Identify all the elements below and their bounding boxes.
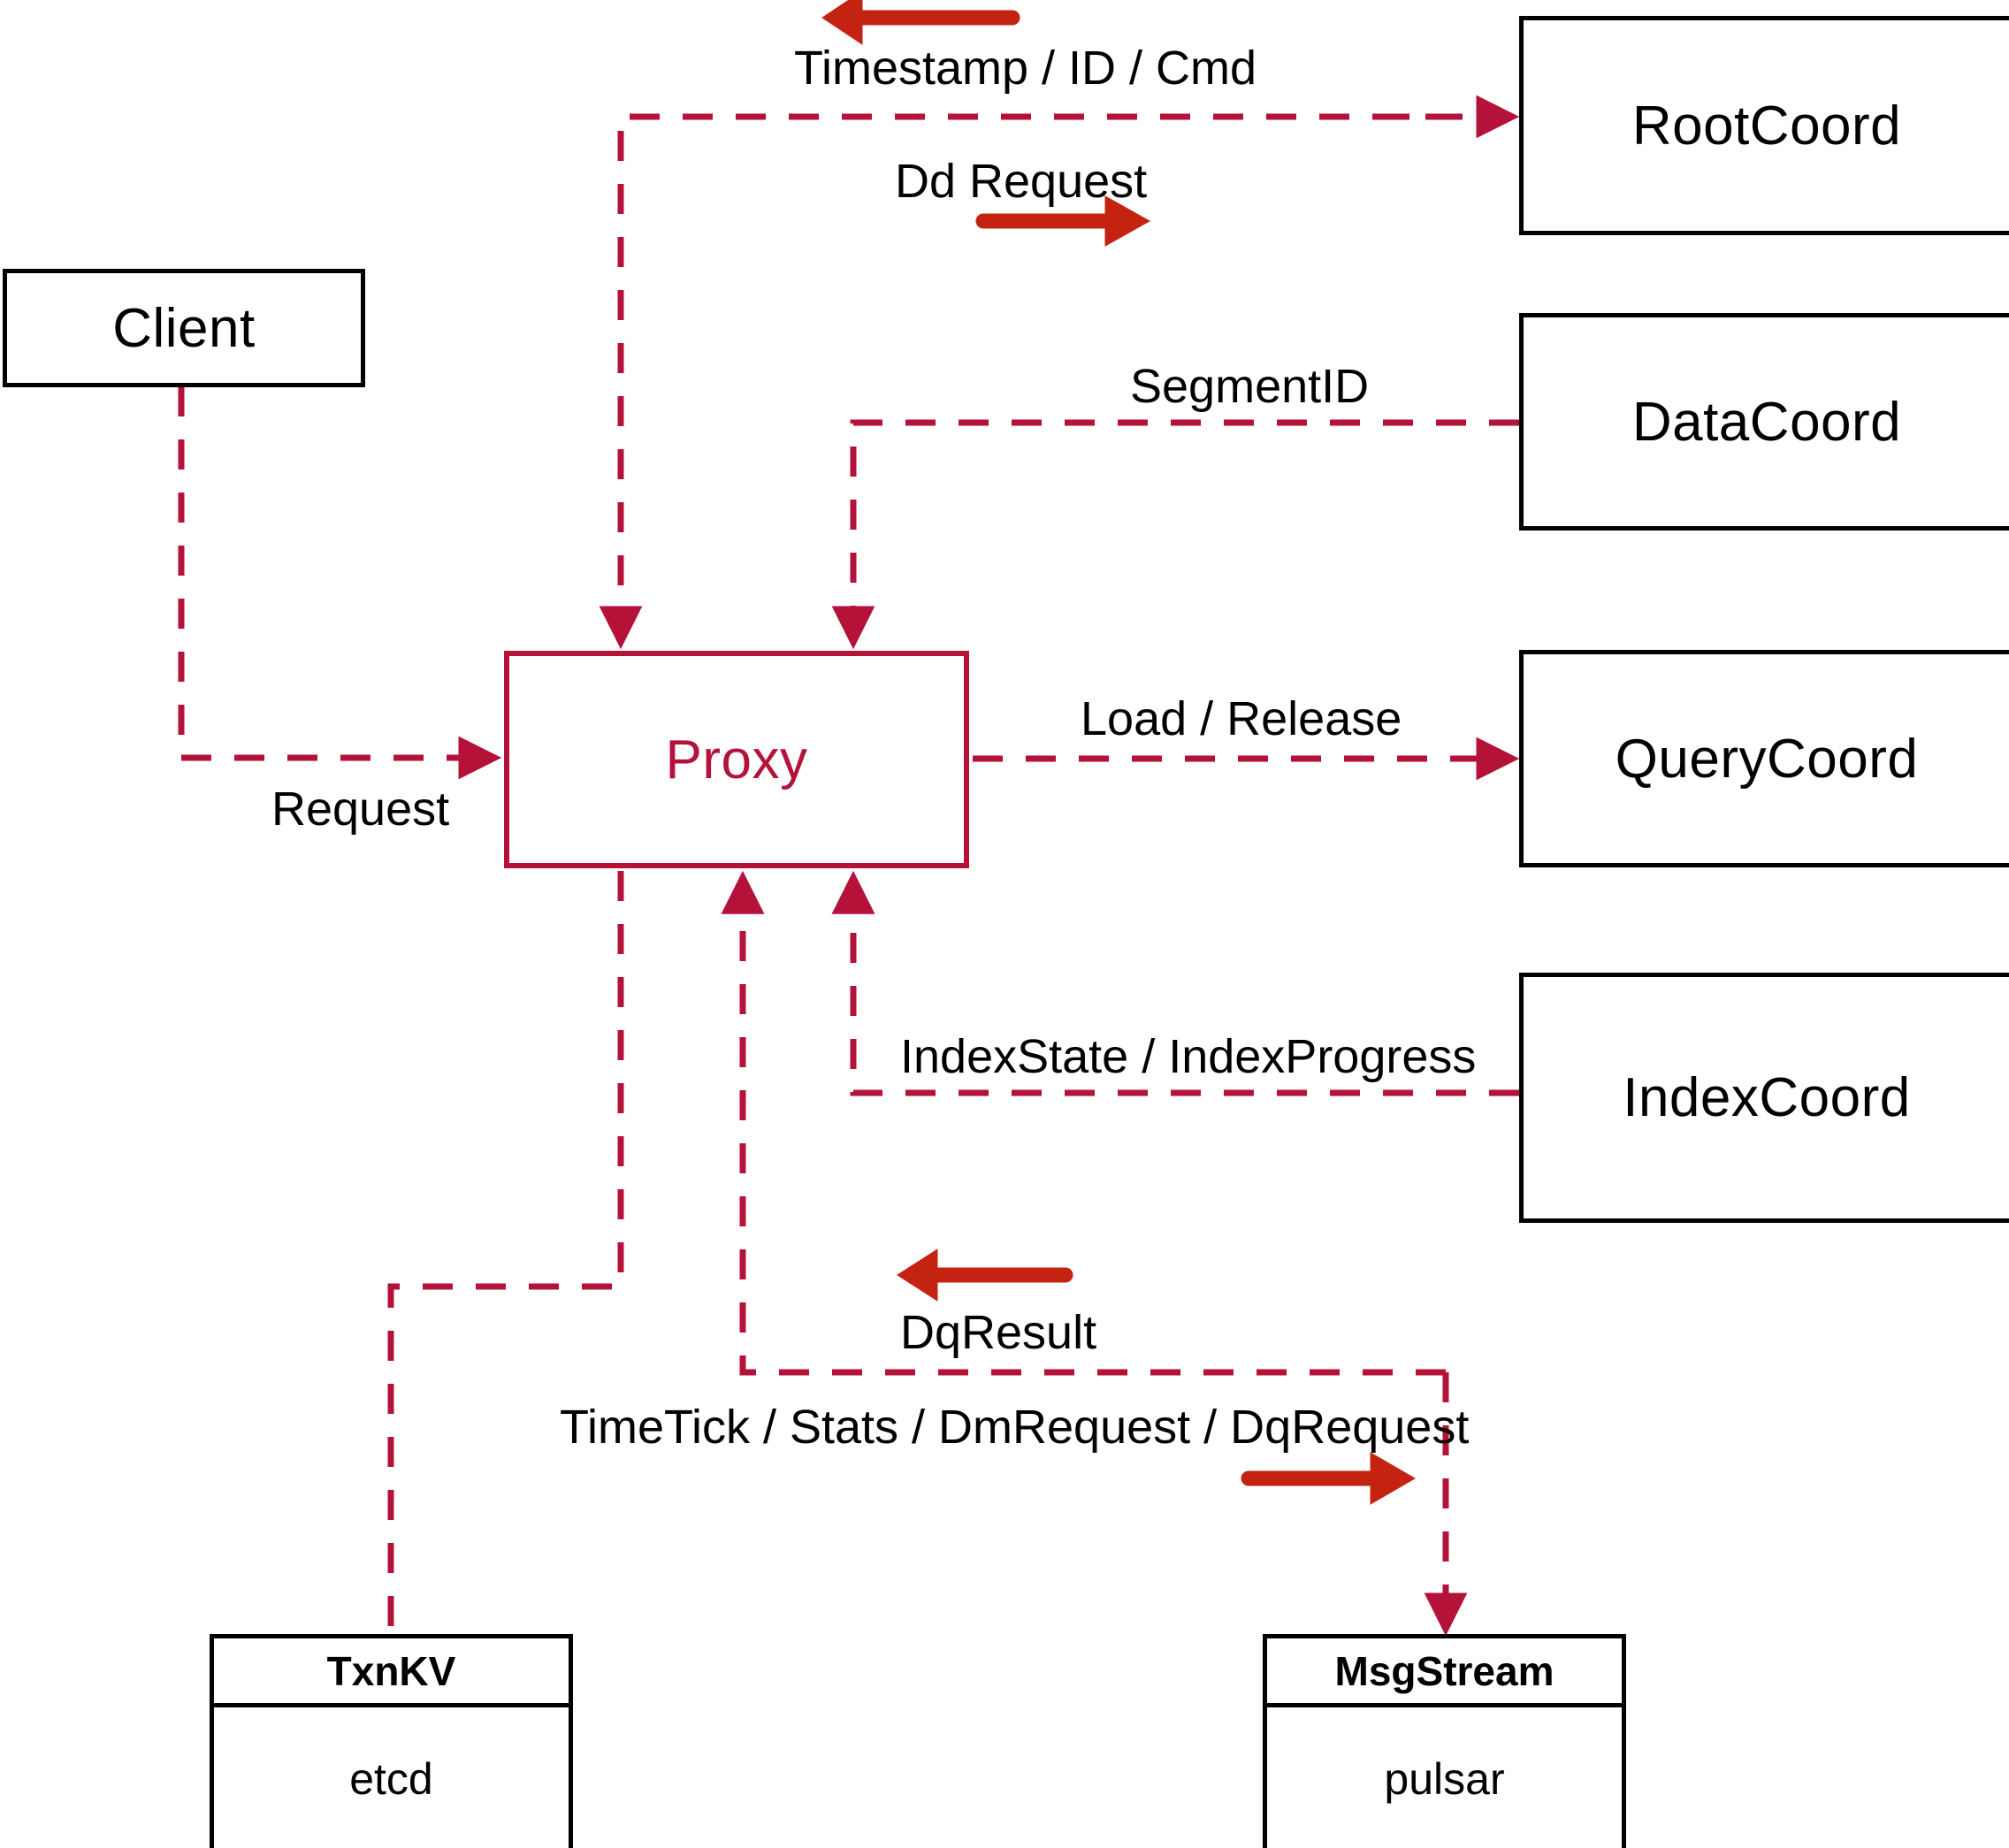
node-root-coord-label: RootCoord bbox=[1631, 95, 1902, 157]
edge-label-timetick-stats: TimeTick / Stats / DmRequest / DqRequest bbox=[560, 1403, 1469, 1451]
direction-arrows-group bbox=[821, 0, 1416, 1505]
edge-label-segment-id: SegmentID bbox=[1130, 363, 1369, 410]
node-txnkv-header: TxnKV bbox=[214, 1638, 569, 1707]
direction-arrow-timestamp-icon bbox=[821, 0, 1020, 45]
edge-label-dq-result-text: DqResult bbox=[900, 1306, 1097, 1359]
edge-request-path bbox=[178, 386, 502, 780]
edge-indexstate-path bbox=[831, 870, 1519, 1096]
node-txnkv-body: etcd bbox=[214, 1707, 569, 1848]
node-data-coord-label: DataCoord bbox=[1631, 391, 1902, 453]
edge-label-load-release: Load / Release bbox=[1081, 695, 1402, 743]
edge-dqresult-path bbox=[721, 870, 1446, 1376]
node-data-coord[interactable]: DataCoord bbox=[1519, 313, 2009, 531]
edge-txnkv-path bbox=[387, 871, 624, 1634]
edge-label-segment-id-text: SegmentID bbox=[1130, 360, 1370, 413]
node-client-label: Client bbox=[112, 297, 256, 359]
direction-arrow-dd-request-icon bbox=[975, 195, 1151, 247]
edge-label-dq-result: DqResult bbox=[900, 1309, 1096, 1356]
edge-label-request: Request bbox=[271, 785, 449, 833]
node-msgstream-body: pulsar bbox=[1267, 1707, 1622, 1848]
node-query-coord-label: QueryCoord bbox=[1615, 728, 1919, 790]
edge-label-dd-request-text: Dd Request bbox=[895, 155, 1148, 208]
node-index-coord-label: IndexCoord bbox=[1623, 1067, 1911, 1128]
node-txnkv-body-label: etcd bbox=[349, 1754, 433, 1804]
edge-label-timestamp-id-cmd-text: Timestamp / ID / Cmd bbox=[794, 42, 1257, 95]
node-root-coord[interactable]: RootCoord bbox=[1519, 16, 2009, 235]
edge-label-request-text: Request bbox=[271, 783, 450, 836]
edge-label-index-state-progress-text: IndexState / IndexProgress bbox=[900, 1030, 1477, 1083]
edge-label-dd-request: Dd Request bbox=[895, 157, 1147, 205]
node-msgstream[interactable]: MsgStream pulsar bbox=[1263, 1634, 1626, 1848]
node-client[interactable]: Client bbox=[3, 269, 365, 387]
edge-label-timestamp-id-cmd: Timestamp / ID / Cmd bbox=[794, 44, 1257, 92]
node-txnkv[interactable]: TxnKV etcd bbox=[210, 1634, 573, 1848]
node-msgstream-header: MsgStream bbox=[1267, 1638, 1622, 1707]
edge-segmentid-path bbox=[831, 419, 1519, 650]
node-proxy[interactable]: Proxy bbox=[504, 651, 969, 868]
node-txnkv-header-label: TxnKV bbox=[326, 1647, 456, 1694]
edge-label-index-state-progress: IndexState / IndexProgress bbox=[900, 1033, 1476, 1081]
edge-label-timetick-stats-text: TimeTick / Stats / DmRequest / DqRequest bbox=[560, 1401, 1470, 1454]
node-query-coord[interactable]: QueryCoord bbox=[1519, 650, 2009, 867]
node-msgstream-body-label: pulsar bbox=[1384, 1754, 1505, 1804]
node-index-coord[interactable]: IndexCoord bbox=[1519, 973, 2009, 1223]
edge-rootcoord-path bbox=[599, 113, 1509, 650]
direction-arrow-dqresult-icon bbox=[897, 1249, 1073, 1302]
edge-label-load-release-text: Load / Release bbox=[1081, 692, 1402, 745]
direction-arrow-timetick-icon bbox=[1241, 1452, 1416, 1505]
node-proxy-label: Proxy bbox=[665, 729, 808, 790]
node-msgstream-header-label: MsgStream bbox=[1334, 1647, 1554, 1694]
